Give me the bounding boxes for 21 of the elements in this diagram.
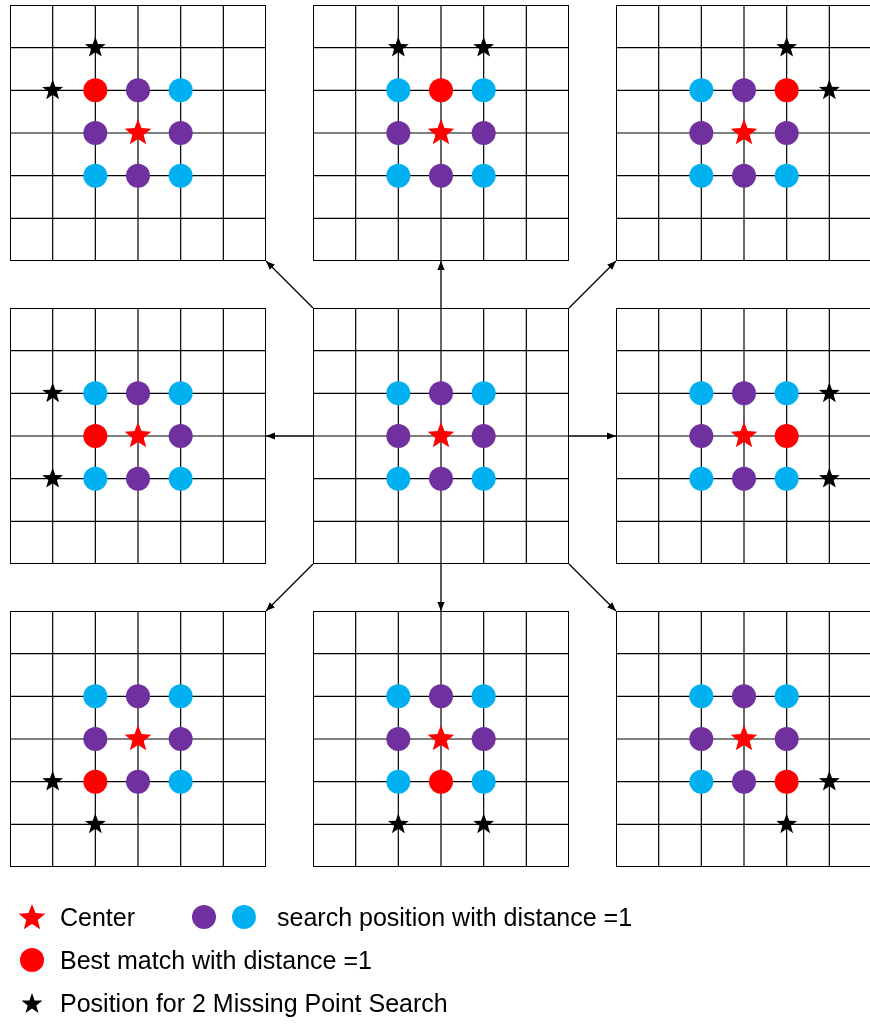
arrow <box>265 563 314 612</box>
arrow <box>437 260 445 309</box>
search-grid-drawing <box>313 5 569 261</box>
search-grid-drawing <box>616 5 870 261</box>
arrow <box>568 260 617 309</box>
search-grid-drawing <box>616 611 870 867</box>
legend-label: Position for 2 Missing Point Search <box>60 988 448 1018</box>
arrow <box>265 260 314 309</box>
legend-label: search position with distance =1 <box>277 902 633 932</box>
search-grid-drawing <box>10 611 266 867</box>
arrow <box>568 563 617 612</box>
search-grid-drawing <box>313 308 569 564</box>
arrow <box>265 432 314 440</box>
search-grid-drawing <box>313 611 569 867</box>
arrow <box>568 432 617 440</box>
legend-label: Best match with distance =1 <box>60 945 372 975</box>
search-grid-drawing <box>10 308 266 564</box>
search-grid-drawing <box>616 308 870 564</box>
legend-label: Center <box>60 902 136 932</box>
arrow <box>437 563 445 612</box>
search-grid-drawing <box>10 5 266 261</box>
